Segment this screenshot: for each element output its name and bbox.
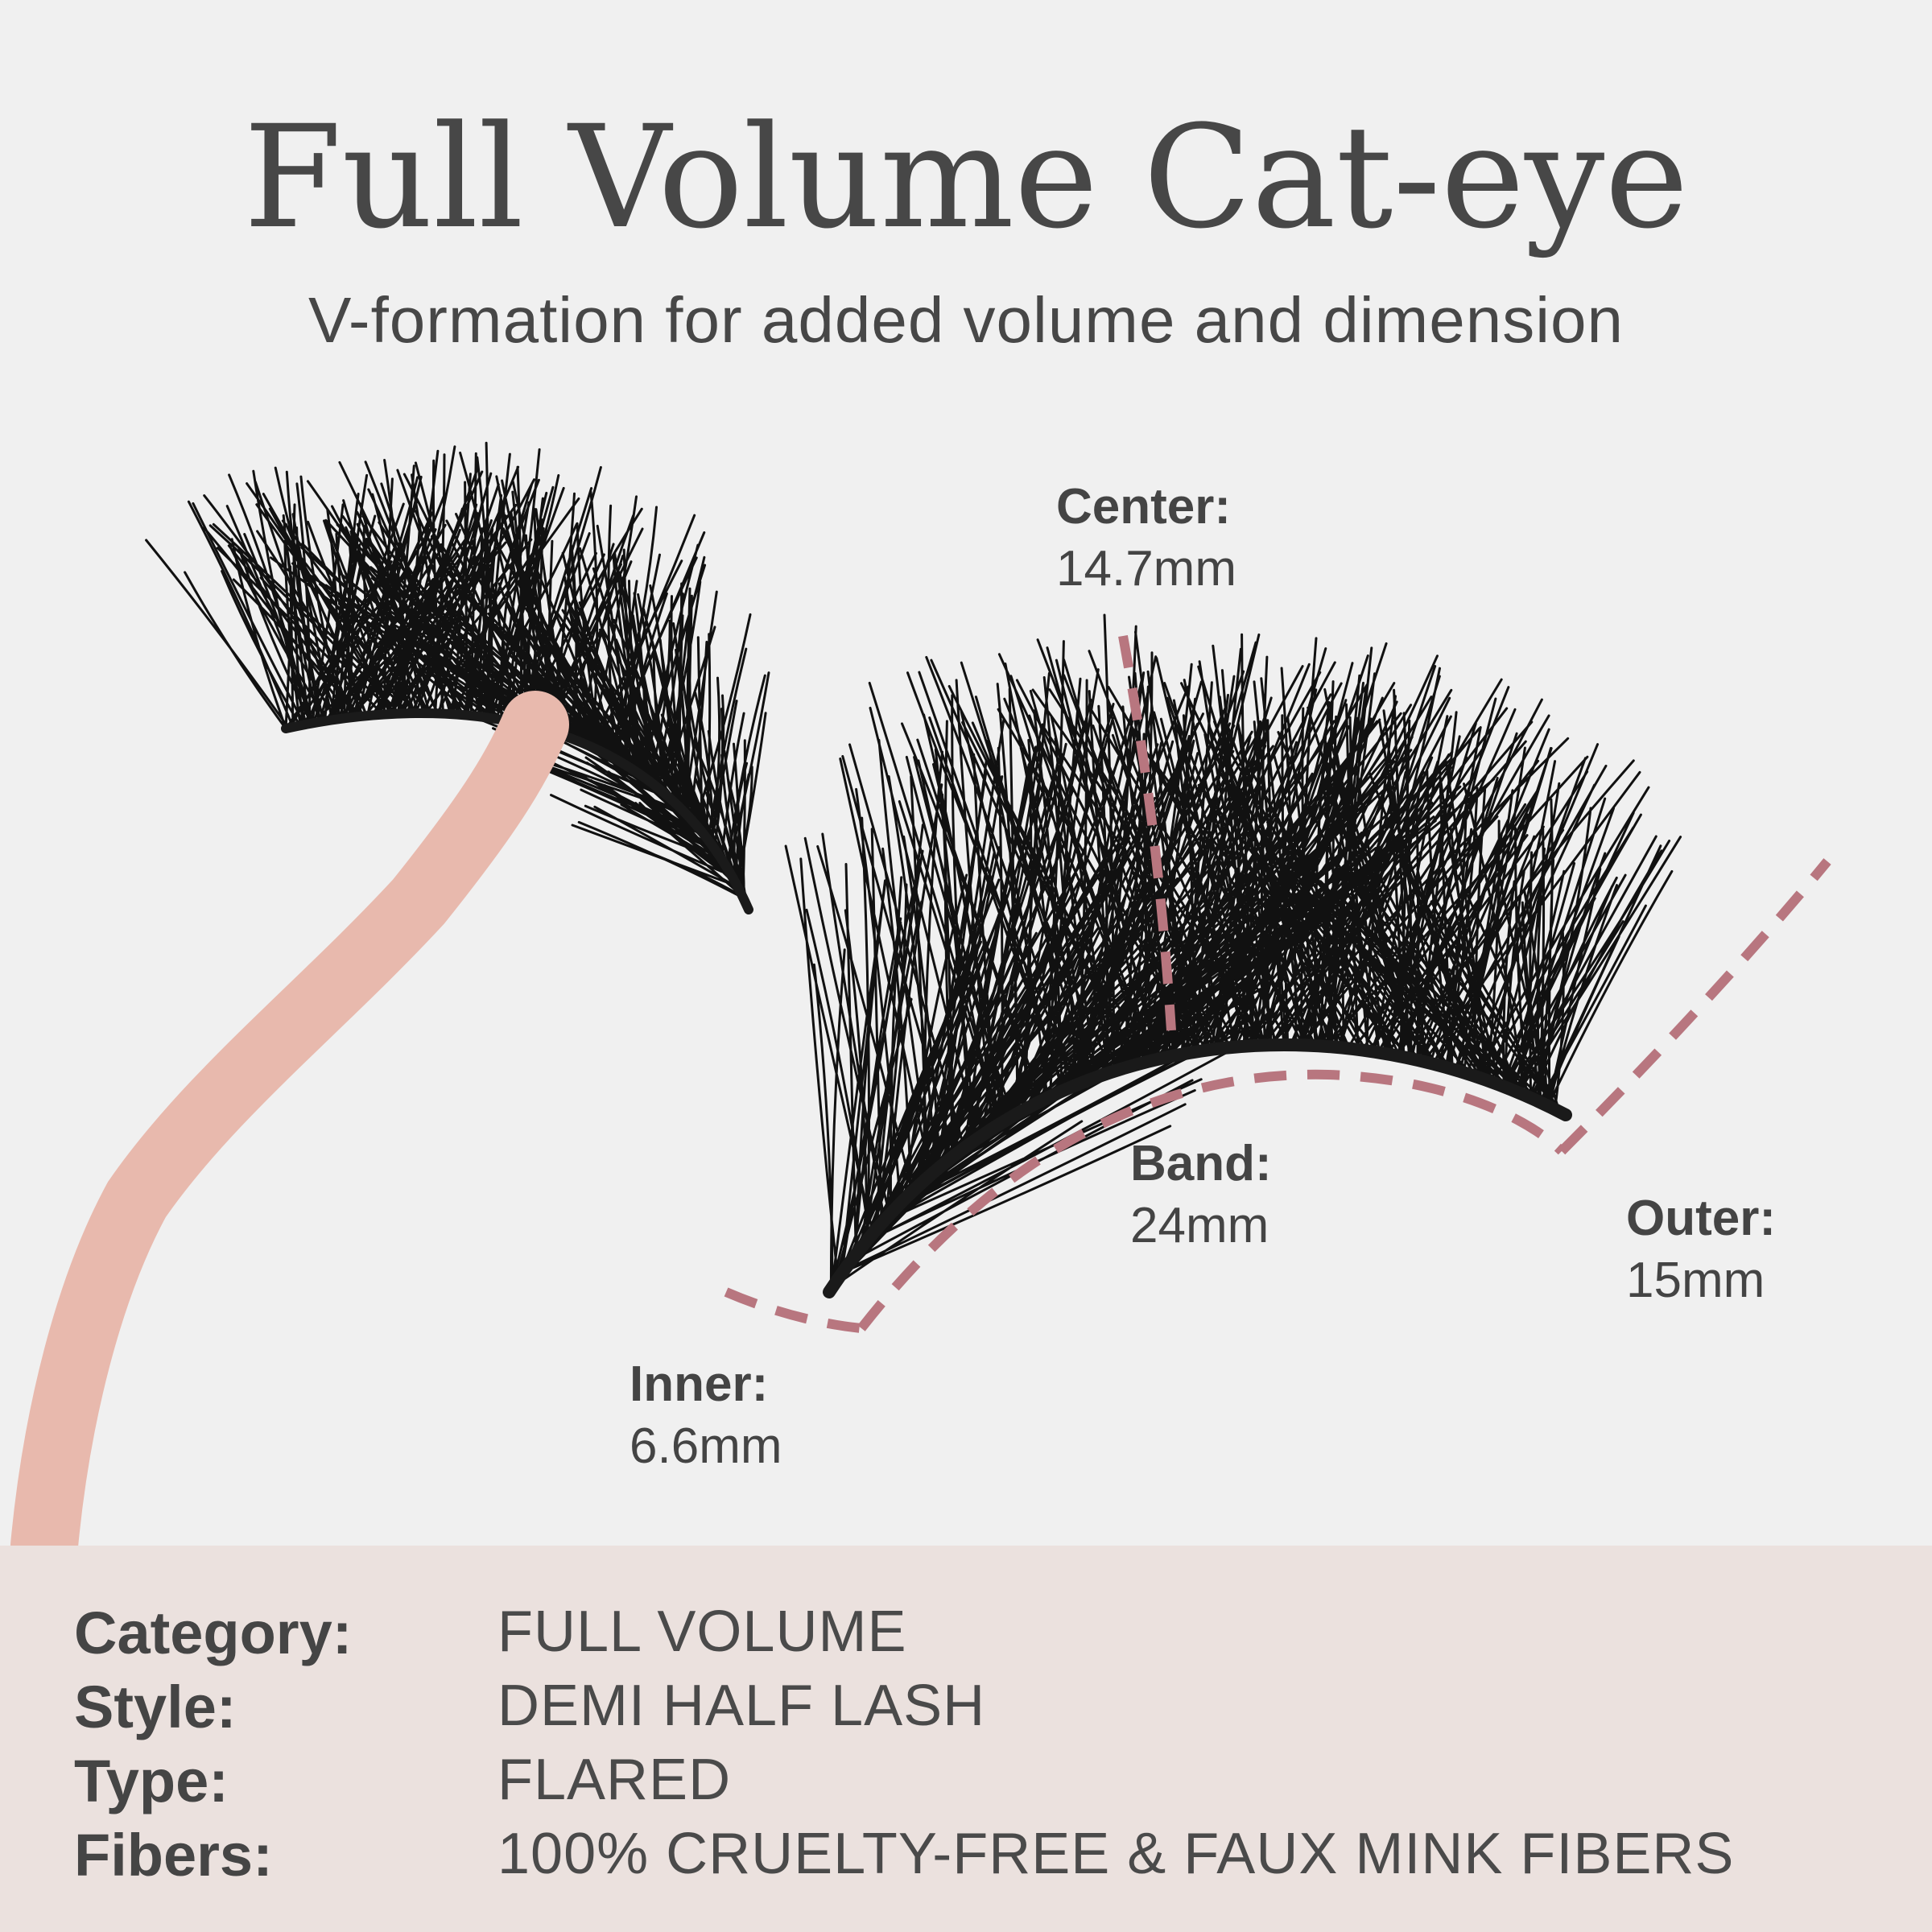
spec-label: Category: <box>74 1600 353 1666</box>
page-title: Full Volume Cat-eye <box>243 95 1689 260</box>
band-measure-line <box>857 1069 1566 1331</box>
band-value: 24mm <box>1130 1198 1269 1253</box>
inner-label: Inner: <box>630 1356 769 1412</box>
lash-band <box>823 1038 1572 1298</box>
page-subtitle: V-formation for added volume and dimensi… <box>308 284 1624 356</box>
lash-fibers <box>145 441 770 909</box>
spec-value: FULL VOLUME <box>497 1600 907 1664</box>
product-illustration: Full Volume Cat-eye V-formation for adde… <box>10 95 1831 1579</box>
spec-label: Fibers: <box>74 1822 273 1889</box>
spec-label: Style: <box>74 1674 237 1740</box>
center-label: Center: <box>1056 479 1232 535</box>
large-lash <box>784 613 1682 1298</box>
spec-row-category: Category: FULL VOLUME <box>74 1599 1893 1673</box>
center-measurement: Center: 14.7mm <box>1056 478 1236 597</box>
center-value: 14.7mm <box>1056 541 1236 597</box>
outer-value: 15mm <box>1626 1253 1765 1308</box>
inner-value: 6.6mm <box>630 1418 782 1474</box>
center-measure-line <box>1118 634 1176 1031</box>
outer-label: Outer: <box>1626 1191 1776 1246</box>
band-measurement: Band: 24mm <box>1130 1135 1272 1254</box>
inner-measurement: Inner: 6.6mm <box>630 1356 782 1475</box>
spec-row-type: Type: FLARED <box>74 1747 1893 1821</box>
spec-row-style: Style: DEMI HALF LASH <box>74 1673 1893 1747</box>
spec-label: Type: <box>74 1748 229 1814</box>
inner-measure-line <box>724 1287 862 1333</box>
band-label: Band: <box>1130 1136 1272 1191</box>
outer-measurement: Outer: 15mm <box>1626 1190 1776 1309</box>
tweezer-tool <box>10 691 569 1579</box>
spec-value: DEMI HALF LASH <box>497 1674 986 1738</box>
spec-panel: Category: FULL VOLUME Style: DEMI HALF L… <box>0 1546 1932 1932</box>
outer-measure-line <box>1558 858 1831 1155</box>
spec-value: 100% CRUELTY-FREE & FAUX MINK FIBERS <box>497 1822 1735 1886</box>
spec-value: FLARED <box>497 1748 732 1812</box>
lash-illustration <box>10 441 1831 1579</box>
spec-row-fibers: Fibers: 100% CRUELTY-FREE & FAUX MINK FI… <box>74 1821 1893 1895</box>
